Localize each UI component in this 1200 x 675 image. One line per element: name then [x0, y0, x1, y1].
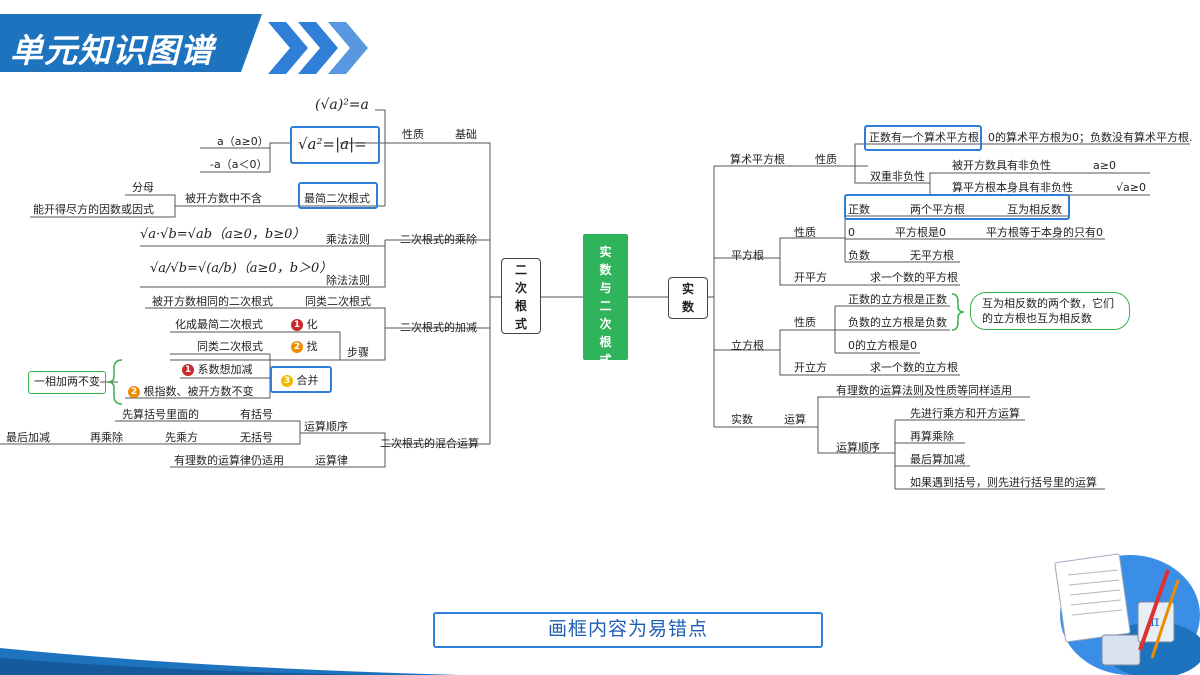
label-lifanggen: 立方根 [731, 339, 764, 352]
label-youkuohao: 有括号 [240, 408, 273, 421]
label-tonglei: 同类二次根式 [305, 295, 371, 308]
label-sqrt-ge0: √a≥0 [1116, 181, 1146, 194]
label-buzhou: 步骤 [347, 346, 369, 359]
tip-yixiang: 一相加两不变 [34, 375, 100, 388]
tip-box [28, 371, 106, 394]
label-wupf: 无平方根 [910, 249, 954, 262]
label-chu-rule: 除法法则 [326, 274, 370, 287]
merge-step-1: 1 系数想加减 [182, 363, 253, 377]
error-prone-box [298, 182, 378, 209]
label-shuangchong: 双重非负性 [870, 170, 925, 183]
label-lf-zero: 0的立方根是0 [848, 339, 917, 352]
header-banner [0, 14, 262, 72]
label-liangge: 两个平方根 [910, 203, 965, 216]
label-jiajian: 二次根式的加减 [400, 321, 477, 334]
label-yunsuan-same: 有理数的运算法则及性质等同样适用 [836, 384, 1012, 397]
tip-box [970, 292, 1130, 330]
error-prone-box [270, 366, 332, 393]
chevron-right-icon [268, 22, 308, 74]
label-zaichengchu: 再乘除 [90, 431, 123, 444]
label-shishu: 实数 [731, 413, 753, 426]
label-shunxu: 运算顺序 [304, 420, 348, 433]
step-3-tag: 3 合并 [281, 374, 319, 388]
label-ys3: 最后算加减 [910, 453, 965, 466]
label-cheng-rule: 乘法法则 [326, 233, 370, 246]
label-pf-xingzhi: 性质 [794, 226, 816, 239]
label-xiansuan-kuohao: 先算括号里面的 [122, 408, 199, 421]
label-ys4: 如果遇到括号，则先进行括号里的运算 [910, 476, 1097, 489]
footer-wave-decoration [0, 648, 460, 675]
label-fushu: 负数 [848, 249, 870, 262]
footer-note: 画框内容为易错点 [433, 612, 823, 648]
node-shishu: 实数 [668, 277, 708, 319]
step-1-tag: 1 化 [291, 318, 318, 332]
label-klf-def: 求一个数的立方根 [870, 361, 958, 374]
formula-sqrt-abs: √a²=|a|= [298, 135, 367, 153]
label-kailifang: 开立方 [794, 361, 827, 374]
label-kaipingfang: 开平方 [794, 271, 827, 284]
label-chengchu: 二次根式的乘除 [400, 233, 477, 246]
formula-sqrt-squared: (√a)²=a [315, 97, 369, 113]
label-ys1: 先进行乘方和开方运算 [910, 407, 1020, 420]
label-pf-zero: 平方根是0 [895, 226, 946, 239]
label-ss-xingzhi: 性质 [815, 153, 837, 166]
tip-lf-note: 互为相反数的两个数，它们的立方根也互为相反数 [982, 297, 1114, 325]
error-prone-box [844, 194, 1070, 220]
node-erci-genshi: 二次根式 [501, 258, 541, 334]
label-beikaifang-fei: 被开方数具有非负性 [952, 159, 1051, 172]
label-wukuohao: 无括号 [240, 431, 273, 444]
label-zuihou: 最后加减 [6, 431, 50, 444]
label-beikaifang-buhan: 被开方数中不含 [185, 192, 262, 205]
label-a-ge0: a≥0 [1093, 159, 1116, 172]
label-lf-fu: 负数的立方根是负数 [848, 316, 947, 329]
label-ys-shunxu: 运算顺序 [836, 441, 880, 454]
step-2-label: 同类二次根式 [197, 340, 263, 353]
label-hunwei: 互为相反数 [1007, 203, 1062, 216]
center-node-main: 实数与 二次根 式 [583, 234, 628, 367]
label-kpf-def: 求一个数的平方根 [870, 271, 958, 284]
merge-step-2: 2 根指数、被开方数不变 [128, 385, 254, 399]
label-jichu: 基础 [455, 128, 477, 141]
formula-divide: √a/√b=√(a/b)（a≥0，b＞0） [150, 261, 333, 276]
label-tonglei-def: 被开方数相同的二次根式 [152, 295, 273, 308]
label-yunsuanlv: 运算律 [315, 454, 348, 467]
label-zero: 0 [848, 226, 855, 239]
label-lf-xingzhi: 性质 [794, 316, 816, 329]
label-nengkaijin: 能开得尽方的因数或因式 [33, 203, 154, 216]
label-zero-neg: 0的算术平方根为0；负数没有算术平方根. [988, 131, 1193, 144]
step-1-label: 化成最简二次根式 [175, 318, 263, 331]
label-pf-self: 平方根等于本身的只有0 [986, 226, 1103, 239]
label-fenmu: 分母 [132, 181, 154, 194]
svg-text:π: π [1150, 614, 1159, 630]
label-zuijian: 最简二次根式 [304, 192, 370, 205]
formula-multiply: √a·√b=√ab（a≥0，b≥0） [140, 227, 306, 242]
label-pingfanggen-fei: 算平方根本身具有非负性 [952, 181, 1073, 194]
label-zhengshu-yige: 正数有一个算术平方根 [869, 131, 979, 144]
number-2-icon: 2 [291, 341, 303, 353]
label-ys2: 再算乘除 [910, 430, 954, 443]
number-3-icon: 3 [281, 375, 293, 387]
label-zhengshu: 正数 [848, 203, 870, 216]
math-illustration: π [1054, 553, 1200, 675]
label-hunhe: 二次根式的混合运算 [380, 437, 479, 450]
label-pingfanggen: 平方根 [731, 249, 764, 262]
label-xianchengfang: 先乘方 [165, 431, 198, 444]
step-2-tag: 2 找 [291, 340, 318, 354]
error-prone-box [864, 125, 982, 151]
number-1-icon: 1 [182, 364, 194, 376]
error-prone-box [290, 126, 380, 164]
label-lf-zheng: 正数的立方根是正数 [848, 293, 947, 306]
label-yunsuanlv-def: 有理数的运算律仍适用 [174, 454, 284, 467]
number-2-icon: 2 [128, 386, 140, 398]
case-a-positive: a（a≥0） [217, 135, 269, 148]
number-1-icon: 1 [291, 319, 303, 331]
label-xingzhi: 性质 [402, 128, 424, 141]
label-suanshu: 算术平方根 [730, 153, 785, 166]
page-title: 单元知识图谱 [10, 31, 214, 70]
label-yunsuan: 运算 [784, 413, 806, 426]
case-a-negative: -a（a＜0） [210, 158, 268, 171]
